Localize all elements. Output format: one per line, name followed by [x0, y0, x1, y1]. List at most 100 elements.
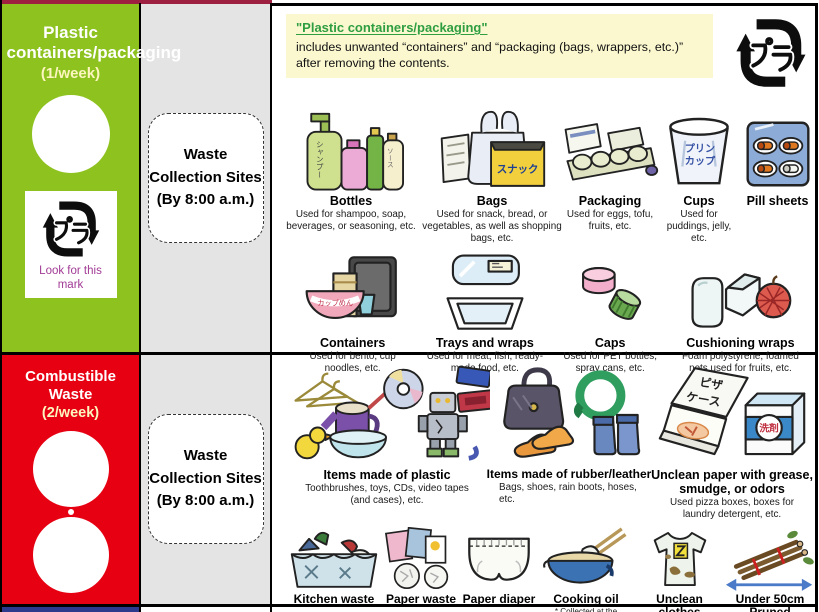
pill-sheets-icon [744, 98, 812, 192]
border-top-right [270, 3, 817, 6]
item-desc: Used for eggs, tofu, fruits, etc. [566, 209, 654, 232]
item-name: Unclean paper with grease, smudge, or od… [651, 468, 813, 496]
paper-waste-icon [382, 526, 460, 591]
item-name: Pruned branches [738, 605, 802, 612]
pla-recycle-mark-icon [42, 201, 99, 257]
bags-icon: スナック [436, 98, 548, 192]
border-bottom-row [0, 604, 817, 607]
item-name: Kitchen waste [293, 591, 375, 606]
item-caps: Caps Used for PET bottles, spray cans, e… [554, 250, 665, 375]
rubber-leather-icon [494, 362, 644, 466]
category-title: Combustible Waste [25, 368, 116, 403]
item-paper-diaper: Paper diaper [460, 527, 538, 606]
item-desc: Used for meat, fish, ready-made food, et… [426, 350, 544, 374]
category-frequency: (2/week) [41, 405, 100, 422]
plastic-section: "Plastic containers/packaging" includes … [272, 5, 815, 374]
separator-dot [67, 509, 74, 516]
collection-sites-box: Waste Collection Sites (By 8:00 a.m.) [147, 113, 264, 243]
item-name: Trays and wraps [435, 335, 534, 350]
top-maroon-strip [0, 0, 272, 4]
item-packaging: Packaging Used for eggs, tofu, fruits, e… [560, 98, 660, 233]
item-cups: プリン カップ Cups Used for puddings, jelly, e… [658, 98, 740, 245]
category-combustible: Combustible Waste (2/week) [2, 354, 139, 612]
item-desc: Used for snack, bread, or vegetables, as… [422, 209, 562, 244]
category-plastic: Plastic containers/packaging (1/week) Lo… [2, 3, 182, 373]
item-name: Cushioning wraps [686, 335, 795, 350]
pla-recycle-mark-icon [736, 19, 806, 87]
item-name: Items made of plastic [323, 468, 451, 482]
plastic-items-row-2: カップめん Containers Used for bento, cup noo… [272, 250, 815, 375]
item-name: Packaging [578, 194, 642, 208]
item-unclean-clothes: Unclean clothes [634, 527, 725, 612]
border-left [0, 0, 2, 612]
cushioning-wraps-icon [684, 250, 796, 334]
cups-icon: プリン カップ [663, 98, 735, 192]
plastic-header-box: "Plastic containers/packaging" includes … [286, 14, 714, 79]
trays-and-wraps-icon [437, 250, 533, 334]
caps-icon [570, 250, 650, 334]
unclean-paper-icon: ピザ ケース 洗剤 [652, 362, 812, 466]
collection-cell-combustible: Waste Collection Sites (By 8:00 a.m.) [141, 354, 270, 604]
item-desc: Used for puddings, jelly, etc. [666, 209, 732, 244]
svg-text:カップ: カップ [685, 155, 716, 168]
combustible-items-row-1: Items made of plastic Toothbrushes, toys… [272, 362, 815, 521]
item-desc: Used for shampoo, soap, beverages, or se… [286, 209, 416, 232]
item-name: Containers [319, 335, 386, 350]
item-pruned-branches: Under 50cm Pruned branches [725, 527, 815, 612]
item-note: * Collected at the Resource Recovery Loc… [554, 607, 618, 612]
svg-text:ケース: ケース [685, 390, 721, 409]
border-col1 [139, 3, 141, 612]
svg-text:洗剤: 洗剤 [759, 422, 779, 435]
item-bottles: シャンプー ソース Bottles Used for shampoo, soap… [280, 98, 422, 233]
next-row-stub [2, 606, 139, 612]
pla-glyph [751, 37, 793, 72]
pruned-branches-icon [725, 527, 815, 591]
border-row-divider [0, 352, 817, 355]
item-kitchen-waste: Kitchen waste [286, 527, 382, 606]
category-frequency: (1/week) [40, 65, 101, 83]
blank-circle [32, 517, 109, 594]
cooking-oil-icon [540, 527, 632, 591]
plastic-items-row-1: シャンプー ソース Bottles Used for shampoo, soap… [272, 98, 815, 245]
blank-circle [32, 431, 109, 508]
item-name: Bottles [329, 194, 373, 208]
border-col2 [270, 3, 272, 612]
collection-line2: (By 8:00 a.m.) [156, 191, 255, 209]
category-title: Plastic containers/packaging [6, 23, 182, 63]
item-plastic-items: Items made of plastic Toothbrushes, toys… [284, 362, 490, 507]
item-name: Paper diaper [462, 591, 536, 606]
paper-diaper-icon [460, 527, 538, 591]
item-desc: Toothbrushes, toys, CDs, video tapes (an… [305, 483, 469, 506]
mark-note: Look for this mark [39, 265, 102, 292]
combustible-items-row-2: Kitchen waste [272, 526, 815, 612]
plastic-header-title: "Plastic containers/packaging" [296, 20, 488, 35]
item-name: Items made of rubber/leather [486, 467, 652, 481]
plastic-header-row: "Plastic containers/packaging" includes … [272, 5, 815, 91]
item-name: Cooking oil [553, 591, 619, 606]
pla-mark-box: Look for this mark [24, 191, 117, 299]
item-unclean-paper: ピザ ケース 洗剤 Unclean paper with grease, smu… [648, 362, 816, 521]
border-right [815, 3, 818, 612]
item-name: Unclean clothes [656, 591, 703, 612]
blank-circle [31, 95, 110, 174]
collection-line1: Waste Collection Sites [149, 146, 262, 186]
item-cooking-oil: Cooking oil * Collected at the Resource … [538, 527, 634, 612]
unclean-clothes-icon [645, 527, 715, 591]
item-rubber-leather: Items made of rubber/leather Bags, shoes… [487, 362, 651, 506]
item-cushioning-wraps: Cushioning wraps Foam polystyrene, foame… [666, 250, 815, 375]
item-name: Bags [476, 194, 508, 208]
item-desc: Used pizza boxes, boxes for laundry dete… [669, 497, 795, 520]
kitchen-waste-icon [286, 527, 382, 591]
combustible-section: Items made of plastic Toothbrushes, toys… [272, 356, 815, 612]
item-desc: Bags, shoes, rain boots, hoses, etc. [499, 482, 637, 506]
svg-text:シャンプー: シャンプー [315, 140, 324, 178]
packaging-icon [560, 98, 660, 192]
item-name: Caps [594, 335, 626, 350]
item-name: Pill sheets [746, 194, 809, 208]
item-name: Paper waste [385, 591, 457, 606]
svg-text:プリン: プリン [685, 142, 715, 155]
item-desc: Foam polystyrene, foamed nets used for f… [681, 350, 799, 374]
collection-cell-plastic: Waste Collection Sites (By 8:00 a.m.) [141, 3, 270, 353]
width-arrow [725, 578, 813, 591]
